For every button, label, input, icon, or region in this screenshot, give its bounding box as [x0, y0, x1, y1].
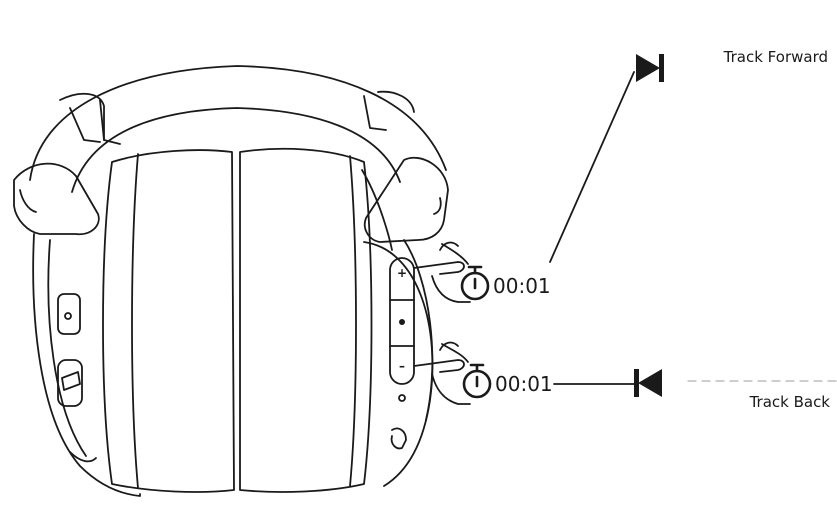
pointing-hand-icon-lower	[413, 341, 471, 405]
volume-button-strip	[389, 257, 415, 385]
track-forward-label: Track Forward	[723, 48, 828, 66]
right-ear-cup	[363, 239, 434, 487]
multifunction-button-dot	[399, 319, 405, 325]
right-cup-shell	[239, 147, 393, 493]
stopwatch-icon-upper	[460, 265, 490, 301]
timer-lower: 00:01	[495, 372, 553, 396]
track-back-label: Track Back	[749, 393, 831, 411]
stopwatch-icon-lower	[462, 363, 492, 399]
volume-up-symbol: +	[397, 266, 407, 280]
pointing-hand-icon-upper	[413, 241, 471, 303]
left-hinge	[13, 162, 100, 236]
forward-leader-line	[549, 71, 635, 263]
track-back-icon	[634, 369, 662, 397]
left-ear-cup	[32, 233, 141, 497]
headband	[29, 65, 447, 193]
left-cup-shell	[102, 149, 235, 493]
left-side-controls	[57, 293, 83, 407]
right-hinge	[363, 156, 449, 243]
volume-down-symbol: –	[399, 359, 405, 373]
led-indicator	[398, 394, 406, 402]
timer-upper: 00:01	[493, 274, 551, 298]
track-forward-icon	[636, 54, 664, 82]
